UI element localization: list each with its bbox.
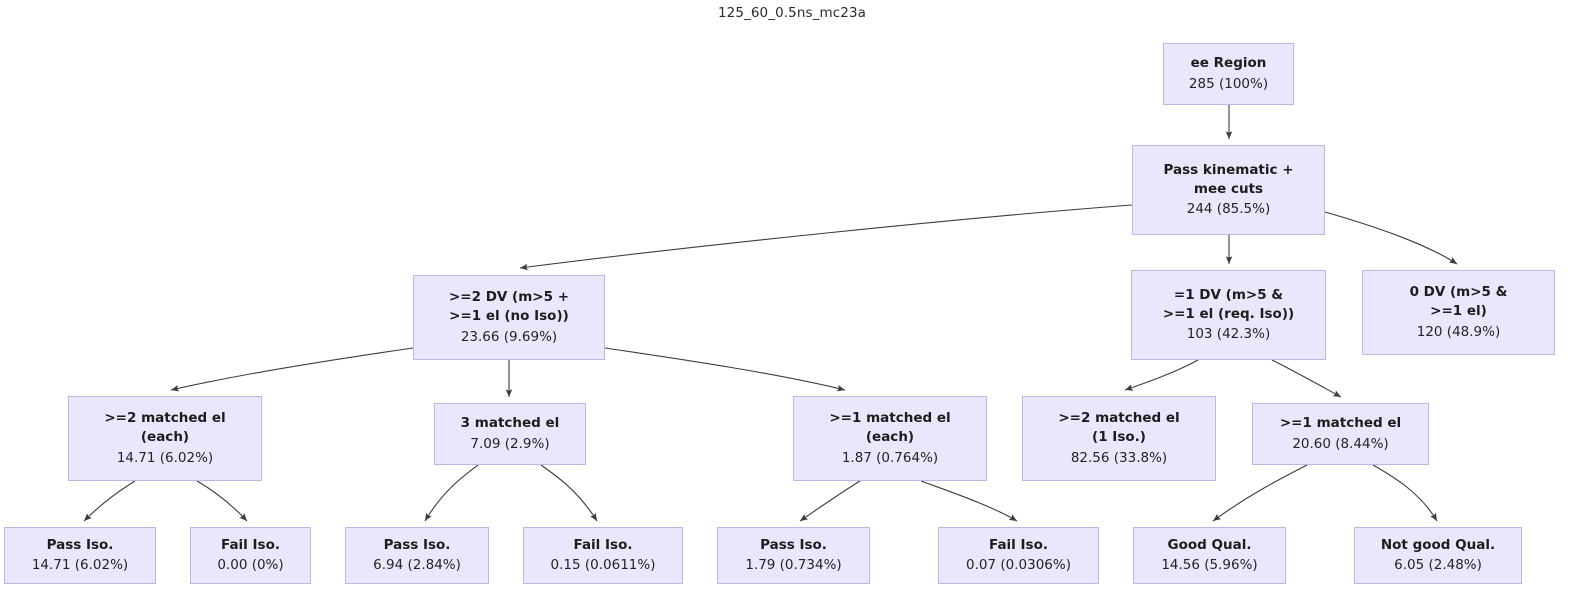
node-count: 14.71 (6.02%) (31, 557, 129, 573)
node-good_qual[interactable]: Good Qual. 14.56 (5.96%) (1133, 527, 1286, 584)
node-label: Fail Iso. (573, 536, 633, 553)
node-count: 7.09 (2.9%) (470, 435, 550, 452)
node-label: >=2 DV (m>5 + >=1 el (no Iso)) (448, 289, 570, 325)
edge-ge1_matched-to-good_qual (1212, 464, 1308, 522)
edge-ge2_matched_each-to-pass_iso_a (83, 480, 136, 522)
node-three_matched[interactable]: 3 matched el 7.09 (2.9%) (434, 403, 586, 465)
node-label: ee Region (1190, 55, 1267, 72)
node-label: =1 DV (m>5 & >=1 el (req. Iso)) (1162, 286, 1295, 322)
edge-ge2dv-to-ge2_matched_each (170, 347, 414, 392)
edge-eq1dv-to-ge1_matched (1271, 359, 1342, 398)
edge-ge1_matched-to-not_good_qual (1372, 464, 1438, 522)
node-pass_kin[interactable]: Pass kinematic + mee cuts 244 (85.5%) (1132, 145, 1325, 235)
node-ge2_matched_each[interactable]: >=2 matched el (each) 14.71 (6.02%) (68, 396, 262, 481)
node-count: 0.00 (0%) (217, 557, 284, 573)
edge-ge2_matched_each-to-fail_iso_a (196, 480, 248, 522)
node-count: 1.87 (0.764%) (841, 449, 939, 466)
node-count: 20.60 (8.44%) (1292, 435, 1389, 452)
node-pass_iso_c[interactable]: Pass Iso. 1.79 (0.734%) (717, 527, 870, 584)
node-fail_iso_c[interactable]: Fail Iso. 0.07 (0.0306%) (938, 527, 1099, 584)
edge-pass_kin-to-ge2dv (519, 204, 1133, 271)
node-label: Fail Iso. (221, 536, 280, 553)
edge-ge1_matched_each-to-fail_iso_c (920, 480, 1018, 522)
node-label: >=2 matched el (each) (104, 410, 226, 446)
node-label: Pass kinematic + mee cuts (1163, 161, 1294, 197)
node-label: 0 DV (m>5 & >=1 el) (1409, 284, 1508, 320)
node-zerodv[interactable]: 0 DV (m>5 & >=1 el) 120 (48.9%) (1362, 270, 1555, 355)
node-fail_iso_b[interactable]: Fail Iso. 0.15 (0.0611%) (523, 527, 683, 584)
node-label: Pass Iso. (383, 536, 451, 553)
node-count: 82.56 (33.8%) (1070, 449, 1168, 466)
node-count: 120 (48.9%) (1416, 323, 1501, 340)
node-count: 103 (42.3%) (1186, 326, 1271, 343)
node-label: Pass Iso. (760, 536, 827, 553)
node-ge1_matched_each[interactable]: >=1 matched el (each) 1.87 (0.764%) (793, 396, 987, 481)
node-label: 3 matched el (460, 415, 560, 432)
node-count: 0.15 (0.0611%) (550, 557, 656, 573)
graph-title: 125_60_0.5ns_mc23a (717, 5, 867, 21)
node-pass_iso_a[interactable]: Pass Iso. 14.71 (6.02%) (4, 527, 156, 584)
node-label: Pass Iso. (46, 536, 114, 553)
node-count: 0.07 (0.0306%) (966, 557, 1071, 573)
node-count: 244 (85.5%) (1186, 201, 1271, 218)
node-count: 1.79 (0.734%) (745, 557, 842, 573)
node-count: 23.66 (9.69%) (460, 328, 558, 345)
node-eq1dv[interactable]: =1 DV (m>5 & >=1 el (req. Iso)) 103 (42.3… (1131, 270, 1326, 360)
node-label: >=1 matched el (1279, 415, 1402, 432)
node-count: 14.71 (6.02%) (116, 449, 214, 466)
node-ge1_matched[interactable]: >=1 matched el 20.60 (8.44%) (1252, 403, 1429, 465)
edge-ge2dv-to-ge1_matched_each (604, 347, 846, 392)
edge-three_matched-to-pass_iso_b (424, 464, 479, 522)
node-pass_iso_b[interactable]: Pass Iso. 6.94 (2.84%) (345, 527, 489, 584)
edge-eq1dv-to-ge2_matched_iso (1124, 359, 1199, 391)
node-ge2_matched_iso[interactable]: >=2 matched el (1 Iso.) 82.56 (33.8%) (1022, 396, 1216, 481)
edge-pass_kin-to-zerodv (1324, 211, 1458, 265)
node-label: >=1 matched el (each) (829, 410, 951, 446)
node-count: 285 (100%) (1188, 75, 1269, 92)
node-label: >=2 matched el (1 Iso.) (1058, 410, 1180, 446)
node-count: 14.56 (5.96%) (1161, 557, 1258, 573)
node-label: Good Qual. (1167, 536, 1252, 553)
node-label: Not good Qual. (1380, 536, 1496, 553)
node-count: 6.05 (2.48%) (1394, 557, 1482, 573)
node-label: Fail Iso. (989, 536, 1048, 553)
node-fail_iso_a[interactable]: Fail Iso. 0.00 (0%) (190, 527, 311, 584)
node-not_good_qual[interactable]: Not good Qual. 6.05 (2.48%) (1354, 527, 1522, 584)
node-count: 6.94 (2.84%) (373, 557, 461, 573)
edge-ge1_matched_each-to-pass_iso_c (799, 480, 861, 522)
node-ee_region[interactable]: ee Region 285 (100%) (1163, 43, 1294, 105)
edge-three_matched-to-fail_iso_b (540, 464, 598, 522)
node-ge2dv[interactable]: >=2 DV (m>5 + >=1 el (no Iso)) 23.66 (9.6… (413, 275, 605, 360)
